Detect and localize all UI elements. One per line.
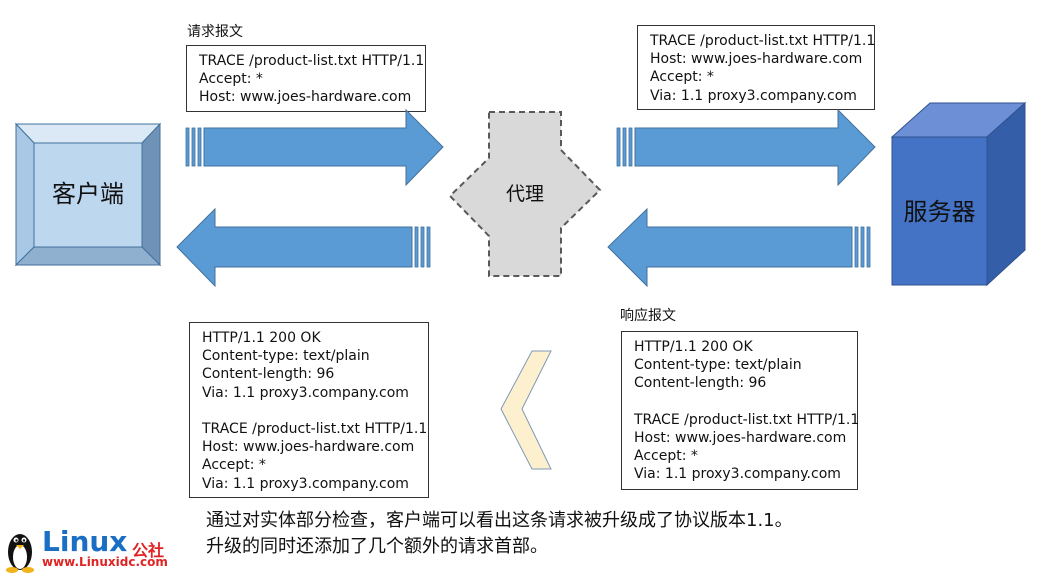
message-line: TRACE /product-list.txt HTTP/1.1 bbox=[650, 33, 876, 49]
client-node-shape bbox=[14, 122, 162, 267]
message-line: HTTP/1.1 200 OK bbox=[202, 330, 321, 346]
chevron-left-icon bbox=[500, 350, 552, 470]
arrow-client-to-proxy bbox=[185, 108, 444, 187]
logo-word: Linux bbox=[42, 525, 128, 558]
message-line: TRACE /product-list.txt HTTP/1.1 bbox=[634, 411, 860, 428]
message-line: Accept: * bbox=[650, 69, 714, 86]
message-line: Host: www.joes-hardware.com bbox=[634, 429, 847, 446]
message-line: Via: 1.1 proxy3.company.com bbox=[634, 466, 841, 483]
message-line: Host: www.joes-hardware.com bbox=[650, 51, 863, 68]
response-label: 响应报文 bbox=[620, 308, 676, 324]
message-line: TRACE /product-list.txt HTTP/1.1 bbox=[202, 420, 428, 437]
logo-suffix: 公社 bbox=[132, 541, 165, 560]
arrow-proxy-to-server bbox=[616, 108, 876, 187]
proxy-label: 代理 bbox=[505, 183, 544, 205]
client-label: 客户端 bbox=[52, 180, 124, 208]
server-label: 服务器 bbox=[903, 198, 976, 226]
message-line: Content-type: text/plain bbox=[202, 348, 370, 365]
message-line: Host: www.joes-hardware.com bbox=[199, 89, 412, 106]
proxy-node-shape bbox=[448, 111, 602, 277]
message-line: Via: 1.1 proxy3.company.com bbox=[202, 475, 409, 492]
message-line: Via: 1.1 proxy3.company.com bbox=[202, 384, 409, 401]
logo-url: www.Linuxidc.com bbox=[42, 555, 168, 569]
message-line: Content-type: text/plain bbox=[634, 357, 802, 374]
caption-line-1: 通过对实体部分检查，客户端可以看出这条请求被升级成了协议版本1.1。 bbox=[206, 510, 793, 531]
arrow-server-to-proxy bbox=[607, 207, 871, 288]
arrow-proxy-to-client bbox=[176, 207, 431, 288]
message-line: Accept: * bbox=[634, 448, 698, 465]
site-logo: Linux 公社 www.Linuxidc.com bbox=[4, 525, 184, 573]
server-node-shape bbox=[890, 101, 1027, 287]
message-line: Accept: * bbox=[202, 457, 266, 474]
request-label: 请求报文 bbox=[187, 24, 243, 40]
message-line: Host: www.joes-hardware.com bbox=[202, 439, 415, 456]
message-line: TRACE /product-list.txt HTTP/1.1 bbox=[199, 53, 425, 69]
message-line: Content-length: 96 bbox=[634, 375, 767, 392]
message-line: Content-length: 96 bbox=[202, 366, 335, 383]
caption: 通过对实体部分检查，客户端可以看出这条请求被升级成了协议版本1.1。 升级的同时… bbox=[206, 508, 793, 560]
message-line: Accept: * bbox=[199, 71, 263, 88]
caption-line-2: 升级的同时还添加了几个额外的请求首部。 bbox=[206, 536, 548, 557]
message-line: Via: 1.1 proxy3.company.com bbox=[650, 87, 857, 104]
tux-icon bbox=[6, 534, 34, 573]
message-line: HTTP/1.1 200 OK bbox=[634, 339, 753, 355]
